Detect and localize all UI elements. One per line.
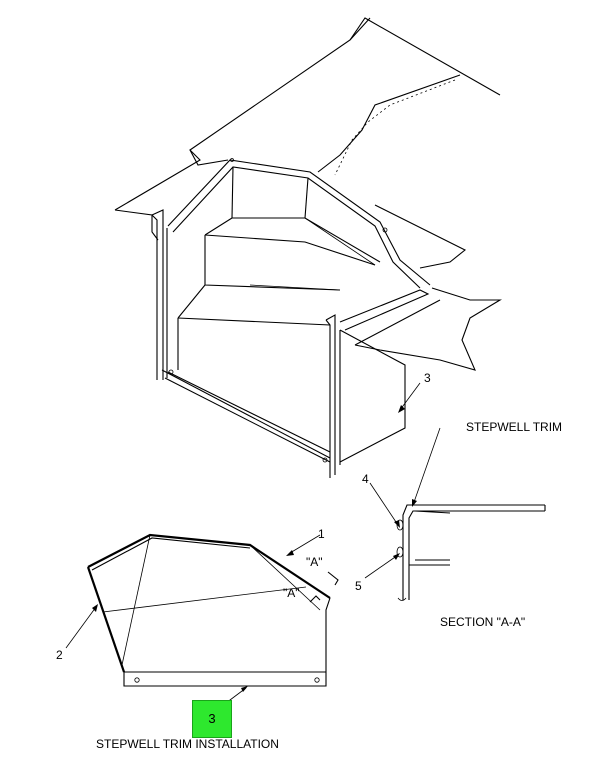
stepwell-trim-label: STEPWELL TRIM — [466, 420, 562, 434]
section-ref-a-1: "A" — [306, 555, 323, 569]
callout-label-2: 2 — [56, 648, 63, 662]
stepwell-box — [151, 158, 441, 478]
callout-label-4: 4 — [362, 472, 369, 486]
callout-label-3-main: 3 — [424, 371, 431, 385]
floor-panel — [114, 17, 502, 371]
callout-label-1: 1 — [318, 527, 325, 541]
section-ref-a-2: "A" — [283, 586, 300, 600]
flat-trim-pattern: 1 "A" "A" 2 — [56, 527, 339, 707]
callout-3-highlight[interactable]: 3 — [192, 700, 232, 738]
callout-label-3-flat: 3 — [208, 711, 216, 726]
drawing-title: STEPWELL TRIM INSTALLATION — [96, 737, 279, 751]
callout-label-5: 5 — [355, 579, 362, 593]
callout-3-main: 3 — [398, 371, 431, 413]
section-title: SECTION "A-A" — [440, 615, 525, 629]
section-a-a: STEPWELL TRIM 4 5 SECTION "A-A" — [355, 420, 562, 629]
